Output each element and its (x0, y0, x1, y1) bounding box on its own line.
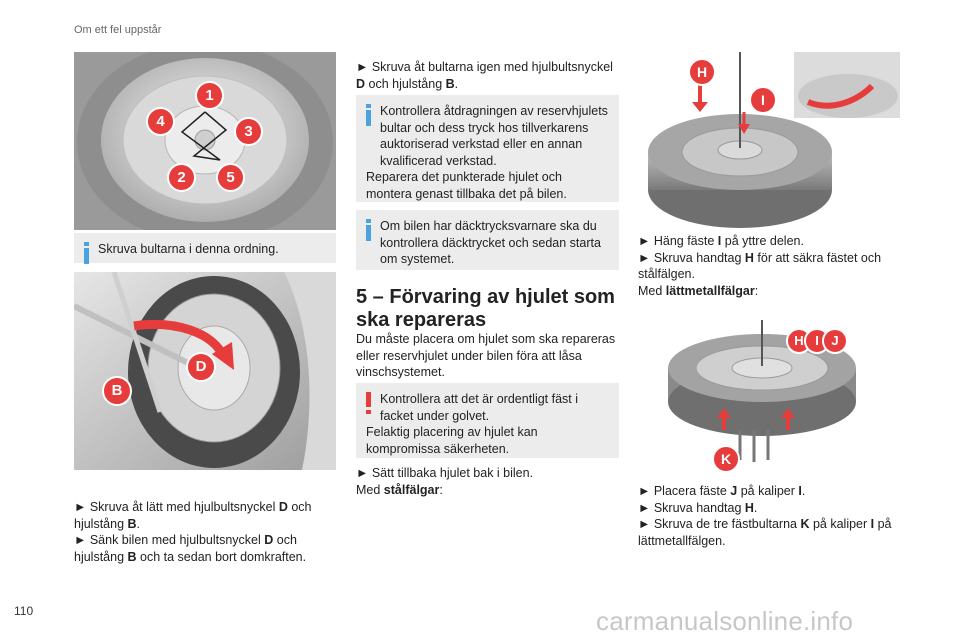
part-label-k: K (712, 445, 740, 473)
steel-rims-heading: Med stålfälgar: (356, 482, 443, 497)
alloy-rim-storage-figure (668, 320, 856, 462)
note-text: Kontrollera att det är ordentligt fäst i… (380, 392, 579, 423)
bolt-label-4: 4 (146, 107, 175, 136)
warning-note: Kontrollera att det är ordentligt fäst i… (356, 383, 619, 458)
col1-instructions: ► Skruva åt lätt med hjulbultsnyckel D o… (74, 499, 336, 565)
info-icon (366, 219, 371, 241)
bolt-label-1: 1 (195, 81, 224, 110)
alloy-rims-heading: Med lättmetallfälgar: (638, 283, 759, 298)
info-icon (366, 104, 371, 126)
step-hang: ► Häng fäste I på yttre delen. (638, 234, 804, 248)
col3-steel-steps: ► Häng fäste I på yttre delen. ► Skruva … (638, 233, 908, 299)
steel-rim-storage-figure (648, 52, 900, 228)
storage-intro: Du måste placera om hjulet som ska repar… (356, 332, 616, 379)
info-note-tpms: Om bilen har däcktrycksvarnare ska du ko… (356, 210, 619, 270)
part-label-j: J (822, 328, 848, 354)
note-text: Reparera det punkterade hjulet och monte… (366, 170, 567, 201)
watermark: carmanualsonline.info (596, 606, 854, 636)
wheel-brace-figure (74, 272, 336, 470)
bolt-label-5: 5 (216, 163, 245, 192)
note-text: Kontrollera åtdragningen av reservhjulet… (380, 104, 608, 168)
step-refit: ► Sätt tillbaka hjulet bak i bilen. (356, 466, 534, 480)
bolt-label-3: 3 (234, 117, 263, 146)
bolt-label-2: 2 (167, 163, 196, 192)
tool-label-d: D (186, 352, 216, 382)
section-title: 5 – Förvaring av hjulet som ska reparera… (356, 286, 615, 331)
note-text: Skruva bultarna i denna ordning. (98, 242, 279, 256)
step-tighten: ► Skruva åt lätt med hjulbultsnyckel D o… (74, 500, 312, 531)
part-label-h: H (688, 58, 716, 86)
step-place-bracket: ► Placera fäste J på kaliper I. (638, 484, 806, 498)
tool-label-b: B (102, 376, 132, 406)
step-screw-handle: ► Skruva handtag H för att säkra fästet … (638, 250, 882, 282)
note-text: Om bilen har däcktrycksvarnare ska du ko… (380, 219, 601, 266)
note-text: Felaktig placering av hjulet kan komprom… (366, 425, 538, 456)
running-header: Om ett fel uppstår (74, 24, 162, 36)
info-note: Skruva bultarna i denna ordning. (74, 233, 336, 264)
info-note-check: Kontrollera åtdragningen av reservhjulet… (356, 95, 619, 202)
step-retighten: ► Skruva åt bultarna igen med hjulbultsn… (356, 60, 613, 91)
warning-icon (366, 392, 371, 414)
col2-steps: ► Sätt tillbaka hjulet bak i bilen. Med … (356, 465, 618, 498)
step-lower: ► Sänk bilen med hjulbultsnyckel D och h… (74, 533, 307, 564)
part-label-i: I (749, 86, 777, 114)
page-number: 110 (14, 604, 34, 618)
info-icon (84, 242, 89, 264)
col3-alloy-steps: ► Placera fäste J på kaliper I. ► Skruva… (638, 483, 908, 549)
wheel-bolt-order-figure (74, 52, 336, 230)
step-fix-bolts: ► Skruva de tre fästbultarna K på kalipe… (638, 517, 892, 548)
step-screw-handle: ► Skruva handtag H. (638, 500, 758, 515)
